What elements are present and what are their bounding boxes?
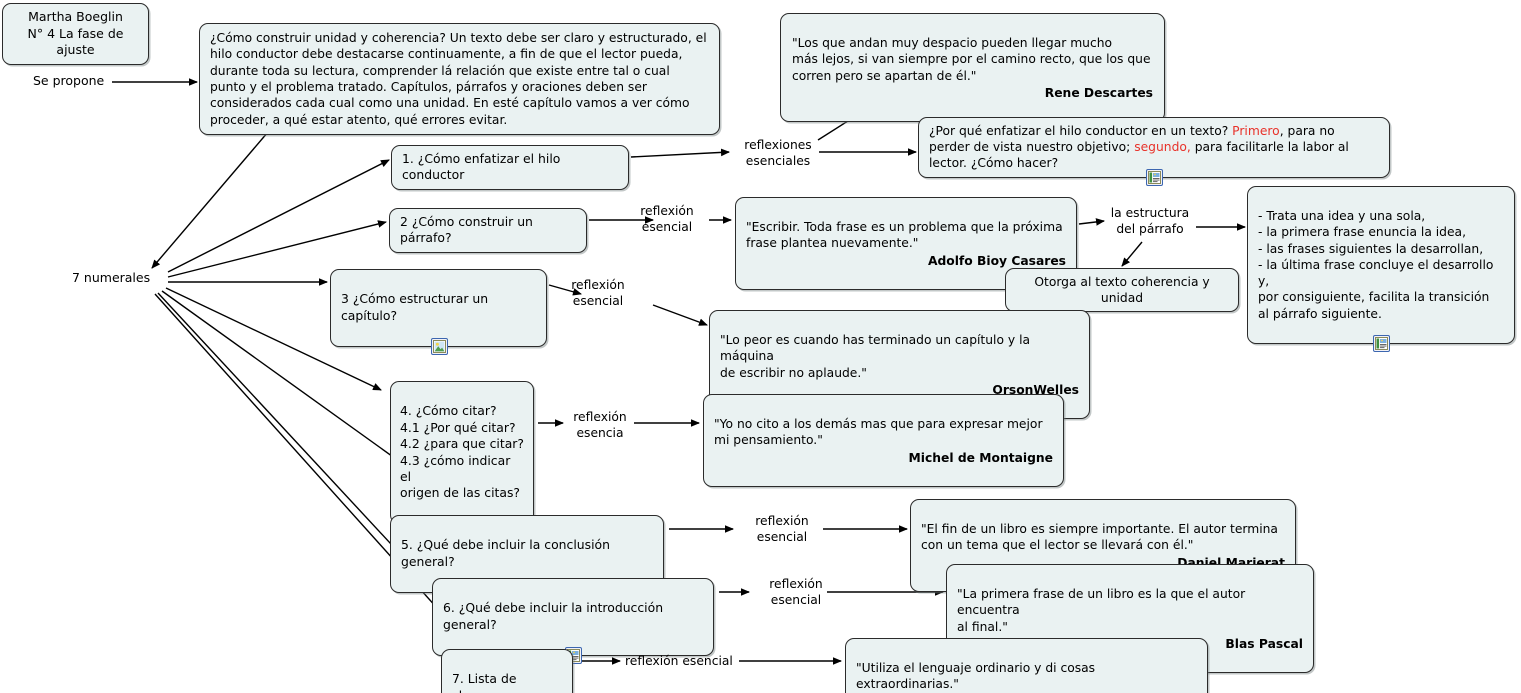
item-6-text: 6. ¿Qué debe incluir la introducción gen…: [443, 600, 664, 632]
node-item-1[interactable]: 1. ¿Cómo enfatizar el hilo conductor: [391, 145, 629, 190]
quote-text-montaigne: "Yo no cito a los demás mas que para exp…: [714, 417, 1043, 448]
label-reflexion-esencial-7: reflexión esencial: [625, 654, 733, 668]
porque-enfatizar-primero: Primero: [1232, 124, 1280, 138]
quote-author-welles: OrsonWelles: [992, 382, 1079, 397]
label-reflexion-esencia-4: reflexión esencia: [573, 410, 627, 440]
node-item-7[interactable]: 7. Lista de chequeo: [441, 649, 573, 693]
parrafo-reglas-text: - Trata una idea y una sola, - la primer…: [1258, 209, 1494, 321]
node-item-3[interactable]: 3 ¿Cómo estructurar un capítulo?: [330, 269, 547, 355]
image-attachment-icon[interactable]: [430, 337, 448, 355]
quote-text-descartes: "Los que andan muy despacio pueden llega…: [792, 36, 1151, 83]
node-porque-enfatizar[interactable]: ¿Por qué enfatizar el hilo conductor en …: [918, 117, 1390, 186]
quote-text-welles: "Lo peor es cuando has terminado un capí…: [720, 333, 1031, 380]
node-quote-montaigne[interactable]: "Yo no cito a los demás mas que para exp…: [703, 394, 1064, 488]
node-item-2[interactable]: 2 ¿Cómo construir un párrafo?: [389, 208, 587, 253]
label-reflexion-esencial-2: reflexión esencial: [640, 204, 694, 234]
node-otorga-coherencia[interactable]: Otorga al texto coherencia y unidad: [1005, 268, 1239, 313]
item-5-text: 5. ¿Qué debe incluir la conclusión gener…: [401, 537, 610, 569]
quote-text-schopenhauer: "Utiliza el lenguaje ordinario y di cosa…: [856, 661, 1096, 692]
quote-text-bioy: "Escribir. Toda frase es un problema que…: [746, 220, 1063, 251]
label-se-propone: Se propone: [33, 73, 105, 88]
label-reflexion-esencial-3: reflexión esencial: [571, 278, 625, 308]
node-title-author[interactable]: Martha Boeglin N° 4 La fase de ajuste: [2, 3, 149, 65]
label-estructura-del-parrafo: la estructura del párrafo: [1110, 206, 1190, 236]
porque-enfatizar-part2: , para no perder de vista nuestro objeti…: [929, 124, 1335, 155]
porque-enfatizar-part1: ¿Por qué enfatizar el hilo conductor en …: [929, 124, 1233, 138]
quote-author-pascal: Blas Pascal: [1225, 636, 1303, 651]
note-attachment-icon[interactable]: [1146, 168, 1163, 186]
node-item-4[interactable]: 4. ¿Cómo citar? 4.1 ¿Por qué citar? 4.2 …: [390, 381, 534, 532]
porque-enfatizar-segundo: segundo,: [1134, 140, 1191, 155]
quote-text-pascal: "La primera frase de un libro es la que …: [957, 587, 1246, 634]
label-reflexiones-esenciales: reflexiones esenciales: [744, 138, 812, 168]
node-quote-bioy-casares[interactable]: "Escribir. Toda frase es un problema que…: [735, 197, 1077, 291]
node-quote-descartes[interactable]: "Los que andan muy despacio pueden llega…: [780, 13, 1165, 123]
item-7-text: 7. Lista de chequeo: [452, 671, 517, 693]
label-reflexion-esencial-6: reflexión esencial: [769, 577, 823, 607]
quote-author-montaigne: Michel de Montaigne: [908, 450, 1053, 465]
quote-author-descartes: Rene Descartes: [1044, 85, 1153, 100]
label-7-numerales: 7 numerales: [72, 270, 151, 285]
quote-text-marjerat: "El fin de un libro es siempre important…: [921, 522, 1278, 553]
label-reflexion-esencial-5: reflexión esencial: [755, 514, 809, 544]
node-parrafo-reglas[interactable]: - Trata una idea y una sola, - la primer…: [1247, 186, 1515, 352]
item-4-text: 4. ¿Cómo citar? 4.1 ¿Por qué citar? 4.2 …: [400, 403, 524, 501]
node-quote-schopenhauer[interactable]: "Utiliza el lenguaje ordinario y di cosa…: [845, 638, 1208, 693]
node-item-6[interactable]: 6. ¿Qué debe incluir la introducción gen…: [432, 578, 714, 664]
quote-author-bioy: Adolfo Bioy Casares: [927, 253, 1066, 268]
item-3-text: 3 ¿Cómo estructurar un capítulo?: [341, 291, 489, 323]
note-attachment-icon[interactable]: [1373, 334, 1390, 352]
node-intro-paragraph[interactable]: ¿Cómo construir unidad y coherencia? Un …: [199, 23, 720, 136]
porque-enfatizar-part3: para facilitarle la labor al lector. ¿Có…: [929, 140, 1349, 171]
